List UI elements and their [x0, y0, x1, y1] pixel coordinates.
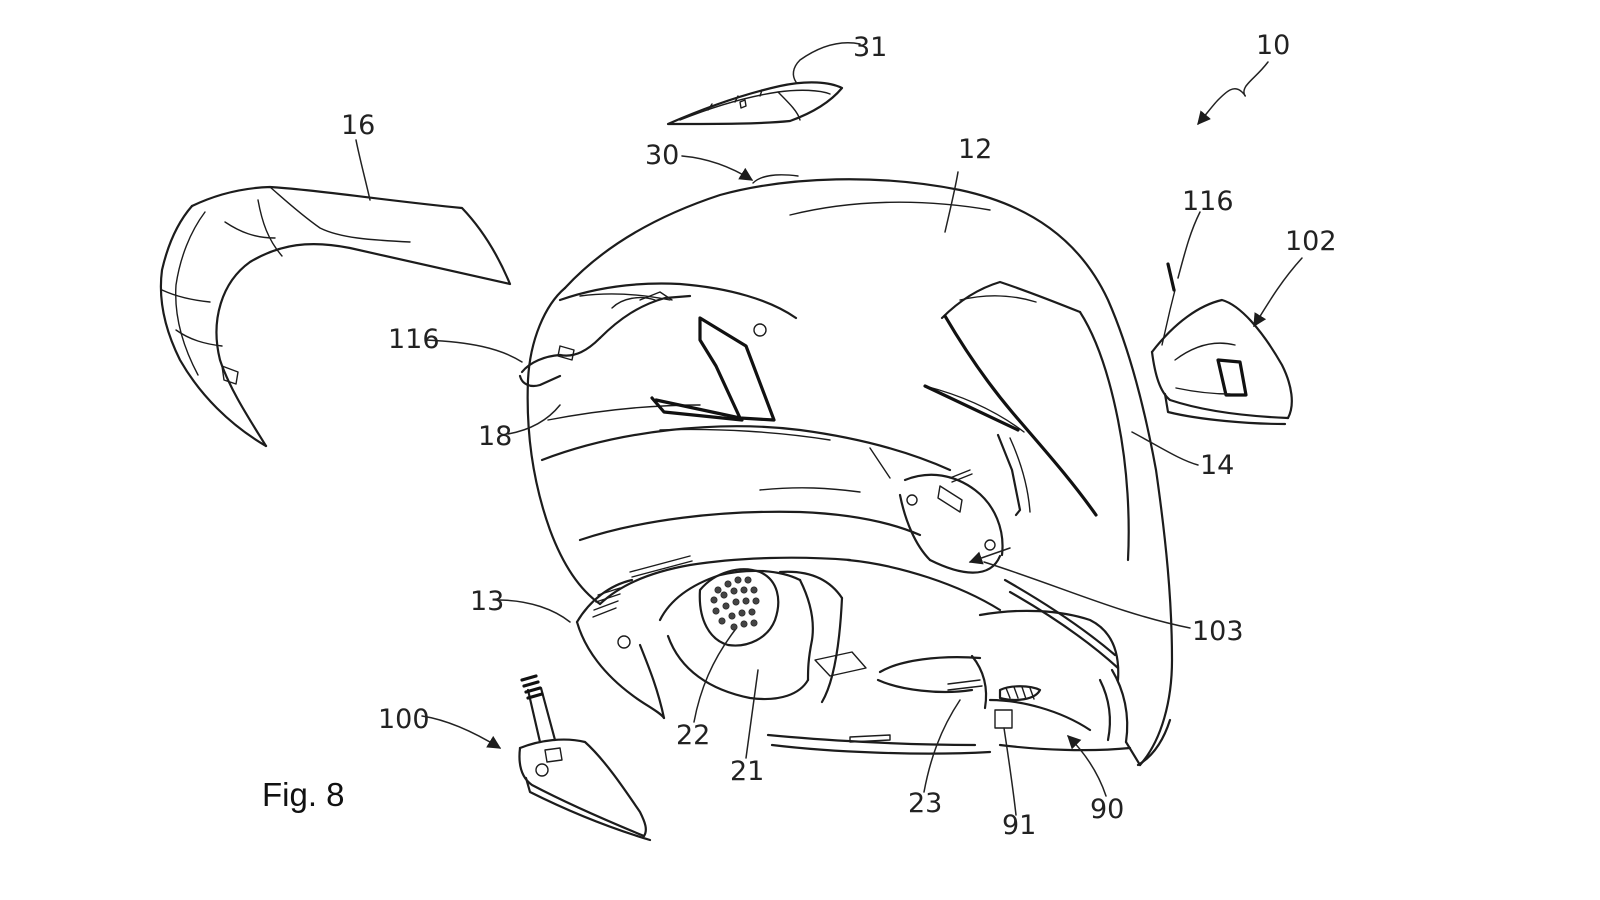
figure-caption: Fig. 8 — [262, 776, 345, 813]
label-22: 22 — [676, 720, 710, 751]
leader-lines — [355, 42, 1303, 816]
label-23: 23 — [908, 788, 942, 819]
ear-pad-perforations — [710, 576, 760, 631]
label-14: 14 — [1200, 450, 1234, 481]
vent-cover-part-31 — [666, 81, 844, 126]
comm-unit-part-100 — [518, 674, 652, 842]
spoiler-part-16 — [159, 185, 512, 448]
label-116-right: 116 — [1182, 186, 1234, 217]
comm-unit-part-102 — [1150, 262, 1293, 426]
label-31: 31 — [853, 32, 887, 63]
label-91: 91 — [1002, 810, 1036, 841]
label-100: 100 — [378, 704, 430, 735]
label-10: 10 — [1256, 30, 1290, 61]
label-103: 103 — [1192, 616, 1244, 647]
label-21: 21 — [730, 756, 764, 787]
label-102: 102 — [1285, 226, 1337, 257]
label-13: 13 — [470, 586, 504, 617]
label-16: 16 — [341, 110, 375, 141]
label-12: 12 — [958, 134, 992, 165]
helmet-shell-part-12 — [518, 174, 1174, 767]
label-18: 18 — [478, 421, 512, 452]
label-90: 90 — [1090, 794, 1124, 825]
label-116-left: 116 — [388, 324, 440, 355]
label-30: 30 — [645, 140, 679, 171]
